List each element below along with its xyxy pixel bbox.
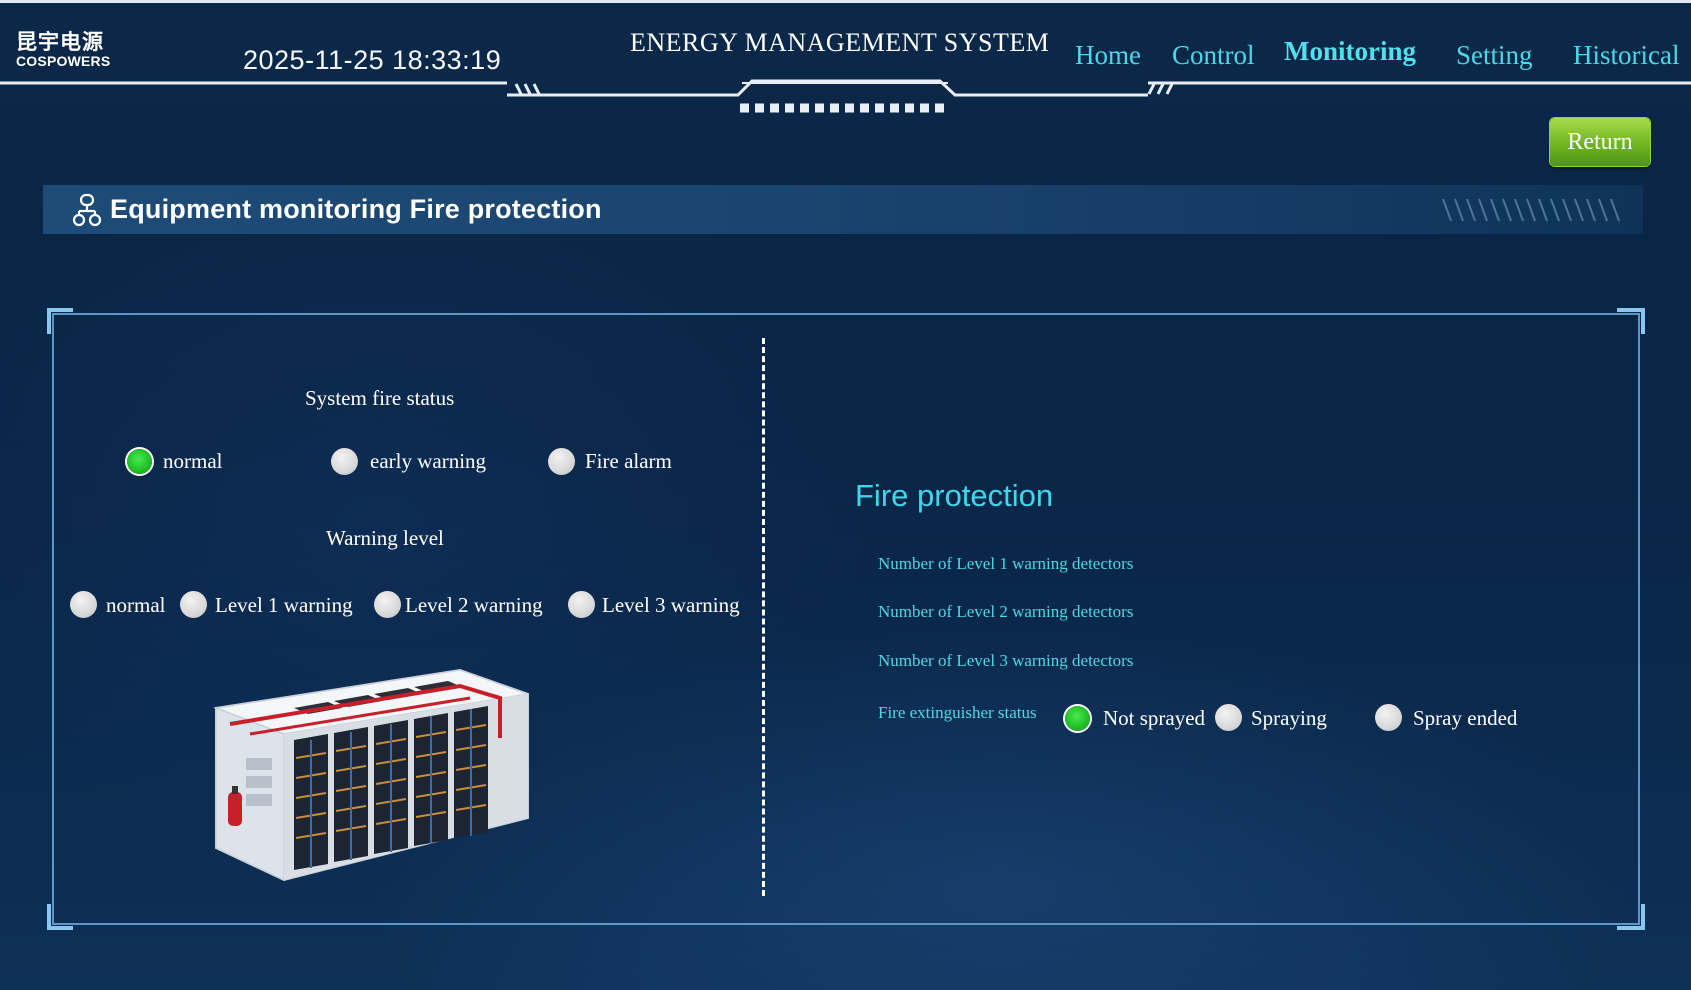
level1-detectors-label: Number of Level 1 warning detectors bbox=[878, 554, 1134, 573]
logo-chinese-text: 昆宇电源 bbox=[16, 30, 104, 54]
fire-extinguisher-status-label: Fire extinguisher status bbox=[878, 703, 1037, 722]
nav-historical[interactable]: Historical bbox=[1573, 40, 1680, 70]
warning-level3-indicator bbox=[568, 591, 595, 618]
extinguisher-spraying-indicator bbox=[1215, 704, 1242, 731]
fire-status-normal-indicator bbox=[127, 449, 152, 474]
network-icon bbox=[72, 193, 102, 227]
panel-divider bbox=[762, 338, 765, 896]
hatch-decoration bbox=[1442, 198, 1620, 222]
warning-level3-label: Level 3 warning bbox=[602, 593, 740, 617]
logo-english-text: COSPOWERS bbox=[16, 53, 111, 69]
warning-normal-label: normal bbox=[106, 593, 166, 617]
level2-detectors-label: Number of Level 2 warning detectors bbox=[878, 602, 1134, 621]
warning-level2-indicator bbox=[374, 591, 401, 618]
warning-level-title: Warning level bbox=[326, 526, 444, 550]
current-datetime: 2025-11-25 18:33:19 bbox=[243, 45, 502, 75]
fire-protection-title: Fire protection bbox=[855, 478, 1054, 513]
header-decoration bbox=[0, 79, 1691, 113]
extinguisher-not-sprayed-label: Not sprayed bbox=[1103, 706, 1206, 730]
window-top-edge bbox=[0, 0, 1691, 3]
nav-monitoring[interactable]: Monitoring bbox=[1284, 36, 1416, 66]
extinguisher-spray-ended-indicator bbox=[1375, 704, 1402, 731]
nav-control[interactable]: Control bbox=[1172, 40, 1255, 70]
system-fire-status-title: System fire status bbox=[305, 386, 455, 410]
battery-container-illustration bbox=[213, 668, 529, 882]
section-title: Equipment monitoring Fire protection bbox=[110, 194, 602, 224]
company-logo: 昆宇电源 COSPOWERS bbox=[16, 30, 111, 69]
nav-setting[interactable]: Setting bbox=[1456, 40, 1533, 70]
section-header-bar: Equipment monitoring Fire protection bbox=[43, 185, 1643, 234]
fire-status-normal-label: normal bbox=[163, 449, 223, 473]
fire-status-early-warning-label: early warning bbox=[370, 449, 487, 473]
monitoring-panel-frame bbox=[47, 308, 1645, 930]
level3-detectors-label: Number of Level 3 warning detectors bbox=[878, 651, 1134, 670]
warning-level2-label: Level 2 warning bbox=[405, 593, 543, 617]
extinguisher-spraying-label: Spraying bbox=[1251, 706, 1327, 730]
return-button[interactable]: Return bbox=[1550, 118, 1650, 166]
extinguisher-not-sprayed-indicator bbox=[1065, 706, 1090, 731]
warning-level1-indicator bbox=[180, 591, 207, 618]
extinguisher-spray-ended-label: Spray ended bbox=[1413, 706, 1518, 730]
fire-status-fire-alarm-indicator bbox=[548, 448, 575, 475]
fire-status-early-warning-indicator bbox=[331, 448, 358, 475]
fire-status-fire-alarm-label: Fire alarm bbox=[585, 449, 672, 473]
warning-level1-label: Level 1 warning bbox=[215, 593, 353, 617]
warning-normal-indicator bbox=[70, 591, 97, 618]
app-title: ENERGY MANAGEMENT SYSTEM bbox=[630, 28, 1050, 57]
nav-home[interactable]: Home bbox=[1075, 40, 1141, 70]
